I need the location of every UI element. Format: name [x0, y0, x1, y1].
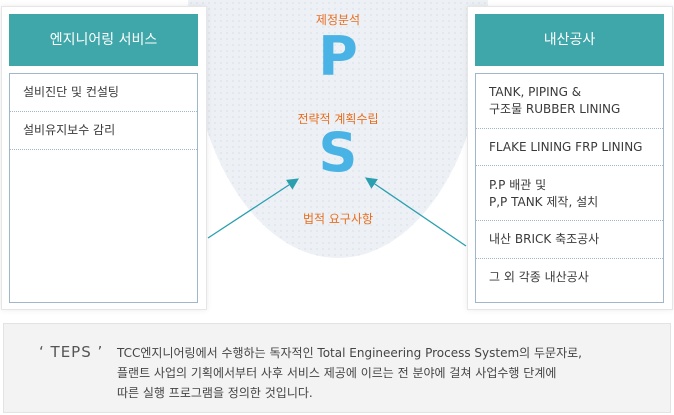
list-item: 설비진단 및 컨설팅 — [10, 74, 197, 112]
list-item: P.P 배관 및 P,P TANK 제작, 설치 — [476, 166, 663, 221]
teps-description: TCC엔지니어링에서 수행하는 독자적인 Total Engineering P… — [117, 346, 582, 400]
left-arrow — [207, 178, 299, 239]
list-item: TANK, PIPING & 구조물 RUBBER LINING — [476, 74, 663, 129]
list-item: 설비유지보수 감리 — [10, 112, 197, 150]
acid-resistant-construction-panel: 내산공사 TANK, PIPING & 구조물 RUBBER LINING FL… — [467, 6, 673, 310]
engineering-services-panel: 엔지니어링 서비스 설비진단 및 컨설팅 설비유지보수 감리 — [1, 6, 207, 310]
p-caption: 제정분석 — [315, 13, 361, 27]
s-letter: S — [318, 121, 358, 184]
s-caption: 전략적 계획수립 — [297, 112, 379, 126]
engineering-services-title: 엔지니어링 서비스 — [9, 14, 198, 66]
list-item: FLAKE LINING FRP LINING — [476, 129, 663, 166]
list-item: 그 외 각종 내산공사 — [489, 270, 589, 284]
bottom-caption: 법적 요구사항 — [302, 212, 374, 226]
list-item: 내산 BRICK 축조공사 — [476, 221, 663, 259]
engineering-services-list: 설비진단 및 컨설팅 설비유지보수 감리 — [9, 73, 198, 303]
acid-resistant-construction-title: 내산공사 — [475, 14, 664, 66]
teps-label: ‘ TEPS ’ — [39, 343, 104, 361]
p-letter: P — [318, 25, 358, 88]
teps-description-box: ‘ TEPS ’ TCC엔지니어링에서 수행하는 독자적인 Total Engi… — [3, 323, 671, 413]
acid-resistant-construction-list: TANK, PIPING & 구조물 RUBBER LINING FLAKE L… — [475, 73, 664, 303]
right-arrow — [365, 177, 467, 247]
